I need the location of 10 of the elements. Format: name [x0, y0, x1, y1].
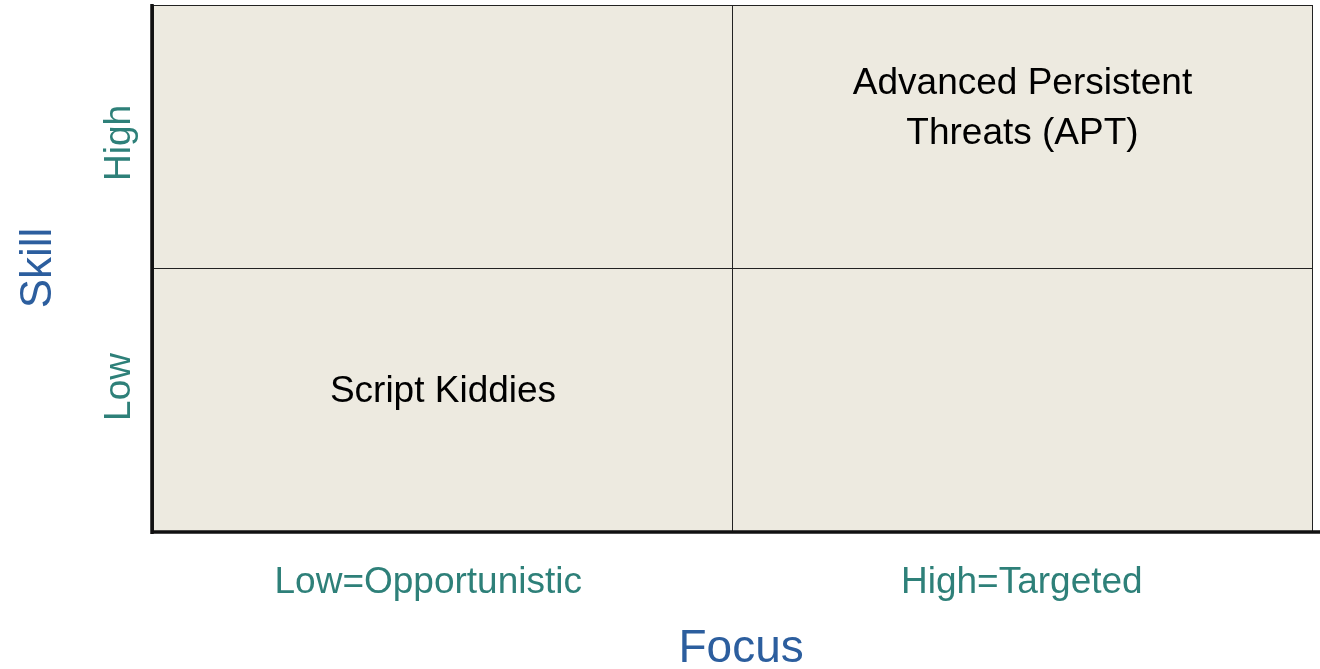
quadrant-label: Script Kiddies — [328, 368, 558, 413]
axis-tick-label: High=Targeted — [901, 560, 1143, 602]
axis-tick-label: Low=Opportunistic — [274, 560, 582, 602]
axis-tick-label: Low — [96, 353, 139, 421]
quadrant-cell — [153, 268, 733, 532]
axis-title: Focus — [678, 619, 804, 669]
axis-title: Skill — [10, 227, 61, 309]
axis-tick-label: High — [97, 104, 140, 182]
quadrant-label: Advanced Persistent Threats (APT) — [851, 60, 1194, 154]
quadrant-cell — [732, 5, 1313, 269]
